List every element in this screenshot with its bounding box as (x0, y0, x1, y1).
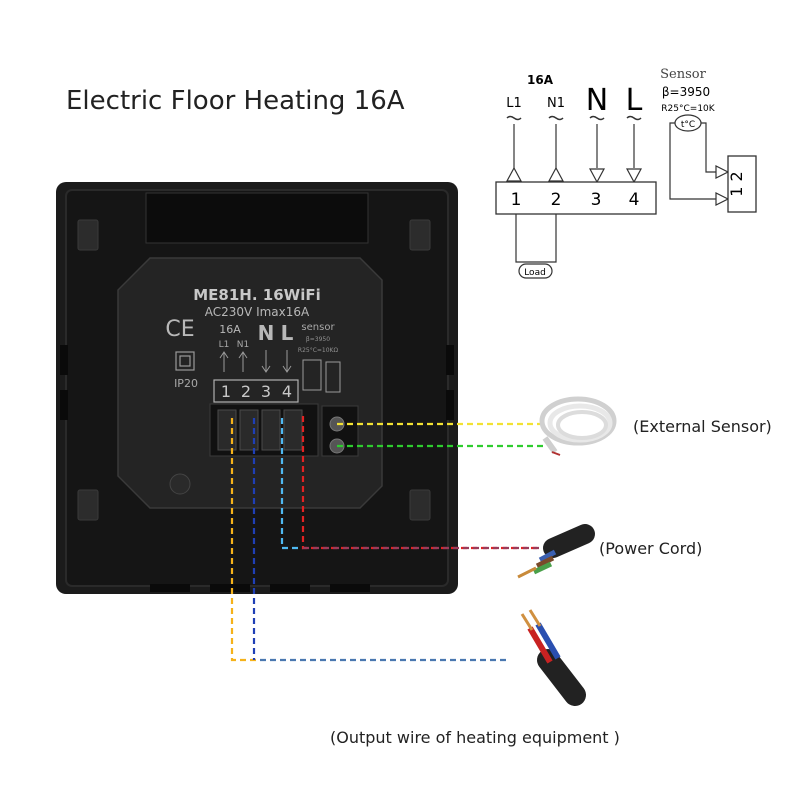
schematic-label-l1: L1 (506, 96, 522, 111)
sensor-lines (669, 122, 728, 200)
device-terminal-arrows (219, 350, 341, 393)
device-sensor-text: sensor (301, 322, 335, 333)
device-spec: AC230V Imax16A (205, 305, 310, 319)
schematic-lines (513, 124, 635, 168)
power-cord-label: (Power Cord) (599, 539, 703, 558)
load-box (518, 263, 553, 279)
schematic-terminal-1: 1 (511, 190, 522, 210)
sensor-pin-numbers: 1 2 (727, 171, 746, 196)
device-terminal-4: 4 (282, 382, 292, 401)
load-loop (515, 214, 557, 263)
bottom-vents (150, 584, 370, 592)
sensor-terminal-block (727, 155, 757, 213)
schematic-terminal-3: 3 (591, 190, 602, 210)
sensor-title: Sensor (660, 67, 706, 82)
ip-rating: IP20 (174, 377, 198, 390)
external-sensor-label: (External Sensor) (633, 417, 772, 436)
heating-wire-illustration (520, 609, 586, 706)
device-label-n: N (258, 321, 275, 345)
mounting-clips (77, 219, 431, 521)
ip-square-outer (175, 351, 195, 371)
top-slot (145, 192, 369, 244)
device-model: ME81H. 16WiFi (193, 286, 320, 304)
schematic-terminal-block (495, 181, 657, 215)
device-label-n1: N1 (237, 340, 249, 350)
device-sensor-r: R25°C=10KΩ (298, 347, 339, 354)
sensor-symbol: t°C (681, 120, 695, 130)
power-cord-illustration (517, 524, 595, 579)
device-label-l: L (281, 321, 294, 345)
wiring-dashes (230, 416, 545, 662)
schematic-terminal-2: 2 (551, 190, 562, 210)
schematic-label-n: N (586, 83, 608, 118)
sensor-arrows (715, 165, 730, 206)
reset-hole (169, 473, 191, 495)
device-terminal-2: 2 (241, 382, 251, 401)
tilde-marks (506, 115, 642, 121)
ip-square-inner (179, 355, 191, 367)
device-terminal-3: 3 (261, 382, 271, 401)
sensor-beta: β=3950 (662, 85, 710, 99)
device-sensor-beta: β=3950 (306, 336, 330, 343)
device-rating: 16A (219, 323, 241, 336)
output-wire-label: (Output wire of heating equipment ) (330, 728, 620, 747)
ce-mark: CE (165, 317, 194, 342)
device-terminal-box (213, 379, 299, 403)
schematic-rating: 16A (527, 73, 554, 87)
schematic-label-l: L (626, 83, 643, 118)
schematic-arrows (505, 166, 643, 184)
terminal-schematic: 16A L1 N1 N L 1 2 3 4 (495, 67, 757, 279)
device-terminal-1: 1 (221, 382, 231, 401)
sensor-resistance: R25°C=10K (661, 104, 715, 114)
load-label: Load (524, 268, 546, 278)
page-title: Electric Floor Heating 16A (66, 86, 405, 116)
external-sensor-coil (539, 396, 617, 456)
device-label-l1: L1 (219, 340, 230, 350)
schematic-terminal-4: 4 (629, 190, 640, 210)
schematic-label-n1: N1 (547, 96, 565, 111)
thermostat-back-panel: ME81H. 16WiFi AC230V Imax16A CE IP20 16A… (56, 182, 458, 594)
side-notches (60, 345, 454, 420)
